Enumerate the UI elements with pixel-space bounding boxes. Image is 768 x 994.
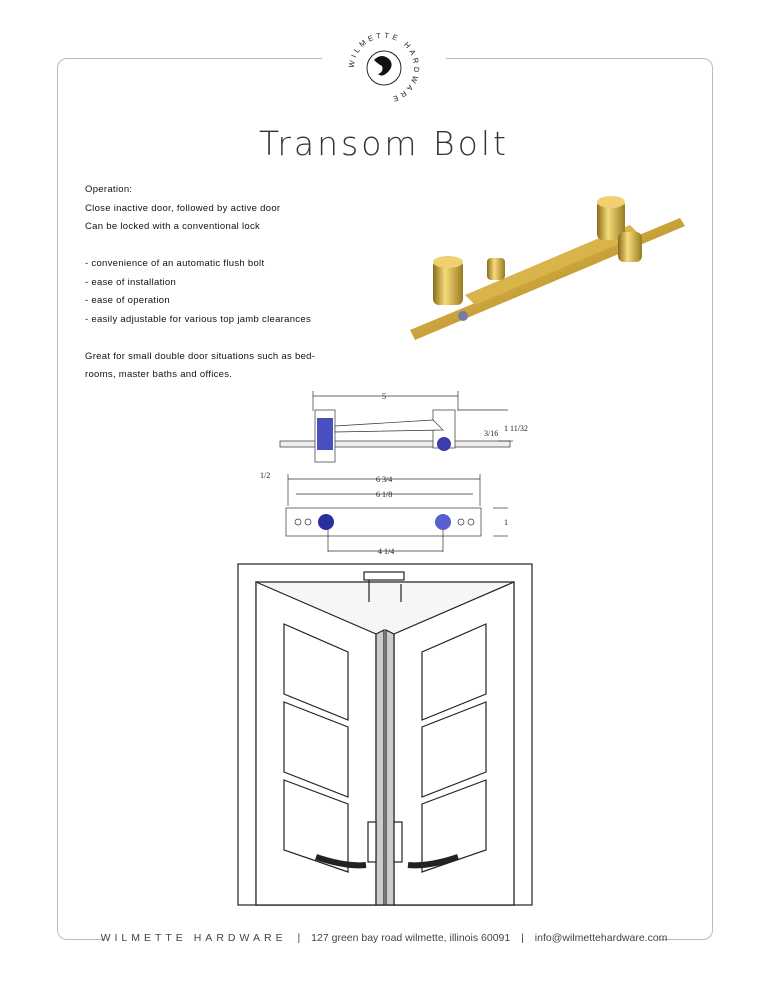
closing-line: Great for small double door situations s… — [85, 350, 316, 362]
footer-address: 127 green bay road wilmette, illinois 60… — [311, 932, 511, 944]
operation-heading: Operation: — [85, 184, 133, 195]
feature-item: - convenience of an automatic flush bolt — [85, 258, 265, 269]
feature-item: - ease of operation — [85, 295, 170, 306]
footer: WILMETTE HARDWARE | 127 green bay road w… — [0, 932, 768, 944]
dim-holes: 6 1/8 — [376, 490, 392, 499]
dim-centers: 4 1/4 — [378, 547, 394, 556]
dimension-diagram: 5 3/16 1 11/32 1/2 6 3/4 6 1/8 1 4 1/4 — [260, 391, 528, 556]
operation-line: Can be locked with a conventional lock — [85, 221, 261, 232]
feature-item: - ease of installation — [85, 276, 177, 288]
dim-width: 1 — [504, 518, 508, 527]
footer-separator: | — [297, 932, 301, 944]
dim-offset: 3/16 — [484, 429, 498, 438]
footer-gap — [105, 930, 660, 948]
wilmette-logo: WILMETTE HARDWARE — [347, 31, 419, 105]
description: Operation: Close inactive door, followed… — [85, 181, 315, 385]
dim-base: 1/2 — [260, 471, 270, 480]
product-photo — [410, 196, 685, 340]
closing-line: rooms, master baths and offices. — [85, 369, 233, 380]
footer-separator: | — [521, 932, 524, 944]
door-illustration — [237, 563, 533, 906]
dim-overall: 6 3/4 — [376, 475, 392, 484]
feature-item: - easily adjustable for various top jamb… — [85, 313, 311, 325]
dim-height: 1 11/32 — [504, 424, 528, 433]
footer-email[interactable]: info@wilmettehardware.com — [534, 932, 668, 944]
operation-line: Close inactive door, followed by active … — [85, 202, 281, 214]
page-title: Transom Bolt — [259, 124, 509, 163]
dim-length: 5 — [382, 392, 386, 401]
footer-brand: WILMETTE HARDWARE — [100, 932, 287, 944]
